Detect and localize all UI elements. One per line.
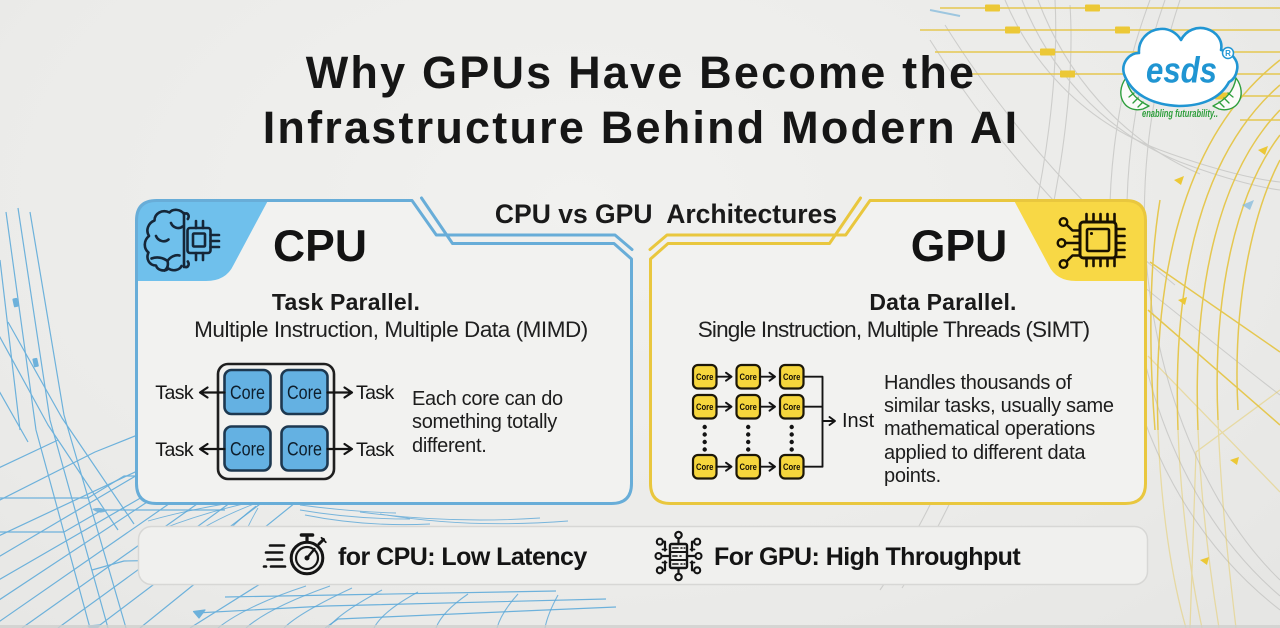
- svg-text:Core: Core: [783, 402, 801, 412]
- svg-text:Core: Core: [783, 462, 801, 472]
- svg-text:Core: Core: [287, 439, 322, 461]
- svg-text:Core: Core: [739, 462, 757, 472]
- svg-text:Core: Core: [783, 372, 801, 382]
- svg-text:Core: Core: [696, 462, 714, 472]
- svg-text:Core: Core: [739, 372, 757, 382]
- svg-text:Core: Core: [696, 372, 714, 382]
- svg-text:esds: esds: [1146, 50, 1217, 91]
- svg-text:R: R: [1225, 49, 1231, 58]
- svg-text:Core: Core: [696, 402, 714, 412]
- svg-text:Core: Core: [739, 402, 757, 412]
- svg-text:enabling futurability..: enabling futurability..: [1142, 108, 1218, 120]
- svg-text:Core: Core: [230, 382, 265, 404]
- svg-text:Core: Core: [230, 439, 265, 461]
- svg-text:Core: Core: [287, 382, 322, 404]
